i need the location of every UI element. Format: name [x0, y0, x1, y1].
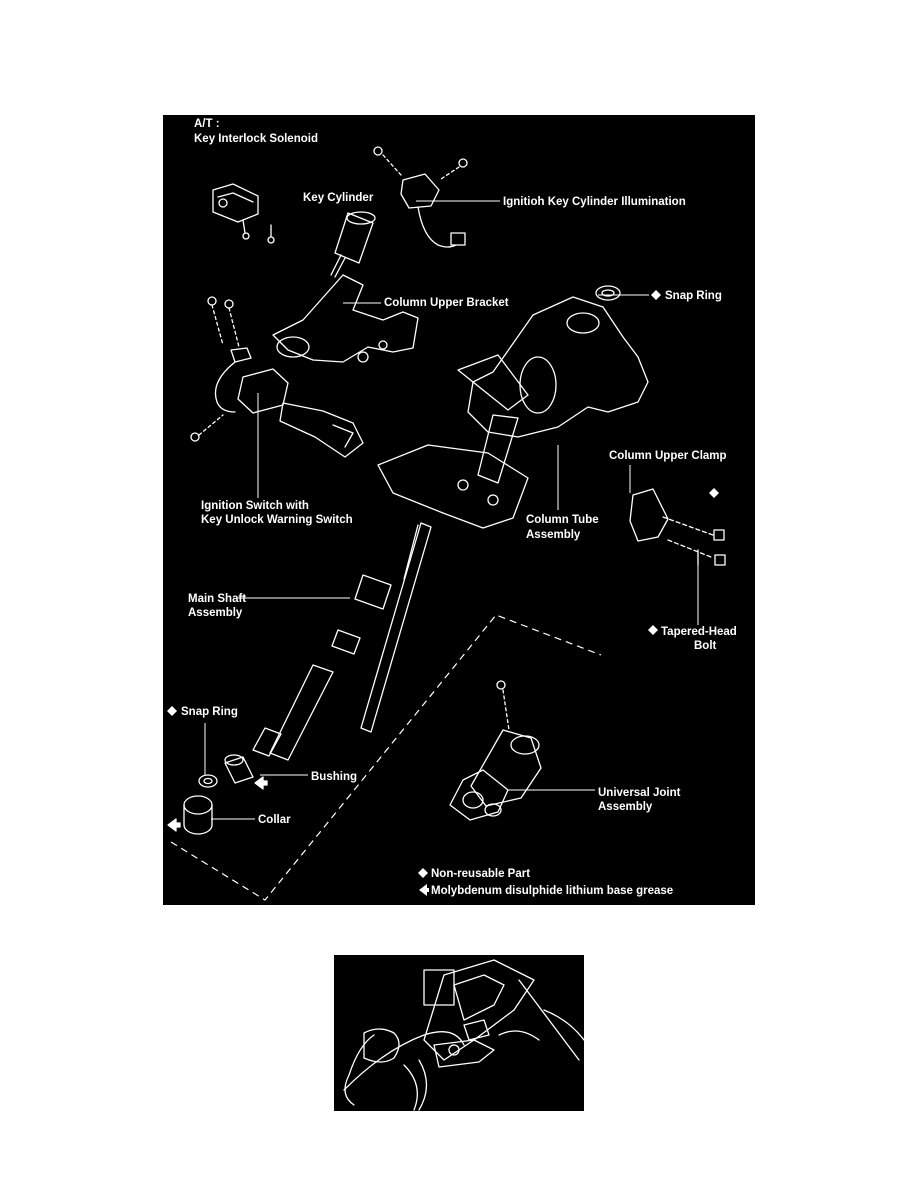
label-ignition-switch-1: Ignition Switch with [201, 500, 309, 512]
universal-joint-dashed-boundary [170, 614, 602, 901]
key-cylinder-part [330, 211, 376, 278]
label-key-cylinder: Key Cylinder [303, 192, 374, 204]
label-column-tube-1: Column Tube [526, 514, 599, 526]
steering-column-exploded-diagram: A/T : Key Interlock Solenoid Key Cylinde… [163, 115, 755, 905]
diamond-icon-snap-ring-top [651, 290, 661, 300]
label-column-upper-clamp: Column Upper Clamp [609, 450, 727, 462]
steering-column-photo [334, 955, 584, 1111]
label-bushing: Bushing [311, 771, 357, 783]
diamond-icon-tapered-bolt [648, 625, 658, 635]
key-interlock-solenoid-part [212, 183, 275, 244]
leader-lines [204, 200, 699, 820]
label-ignition-key-cylinder-illumination: Ignitioh Key Cylinder Illumination [503, 196, 686, 208]
collar-part [167, 795, 213, 835]
label-main-shaft-2: Assembly [188, 607, 243, 619]
diagram-canvas: A/T : Key Interlock Solenoid Key Cylinde… [167, 118, 737, 901]
diamond-icon-snap-ring-bottom [167, 706, 177, 716]
column-upper-clamp-part [629, 488, 726, 566]
non-reusable-diamond-icons [167, 290, 719, 878]
label-ignition-switch-2: Key Unlock Warning Switch [201, 514, 353, 526]
grease-arrow-icon [419, 884, 429, 896]
label-universal-joint-2: Assembly [598, 801, 653, 813]
main-shaft-assembly-part [252, 522, 432, 761]
label-at: A/T : [194, 118, 220, 130]
label-snap-ring-bottom: Snap Ring [181, 706, 238, 718]
column-tube-assembly-part [377, 296, 649, 529]
label-tapered-head-1: Tapered-Head [661, 626, 737, 638]
photo-canvas [343, 959, 584, 1111]
photo-drawing [343, 959, 584, 1111]
label-key-interlock-solenoid: Key Interlock Solenoid [194, 133, 318, 145]
ignition-switch-part [190, 296, 364, 458]
snap-ring-bottom-part [198, 774, 218, 788]
legend-non-reusable: Non-reusable Part [431, 868, 530, 880]
universal-joint-assembly-part [449, 680, 542, 821]
label-tapered-head-2: Bolt [694, 640, 717, 652]
label-column-tube-2: Assembly [526, 529, 581, 541]
column-upper-bracket-part [272, 274, 419, 363]
diamond-icon-legend [418, 868, 428, 878]
label-collar: Collar [258, 814, 291, 826]
diamond-icon-clamp [709, 488, 719, 498]
snap-ring-top-part [595, 285, 621, 301]
label-snap-ring-top: Snap Ring [665, 290, 722, 302]
label-main-shaft-1: Main Shaft [188, 593, 246, 605]
label-universal-joint-1: Universal Joint [598, 787, 681, 799]
illumination-part [373, 146, 468, 248]
legend-grease: Molybdenum disulphide lithium base greas… [431, 885, 673, 897]
bushing-part [224, 754, 268, 790]
label-column-upper-bracket: Column Upper Bracket [384, 297, 509, 309]
